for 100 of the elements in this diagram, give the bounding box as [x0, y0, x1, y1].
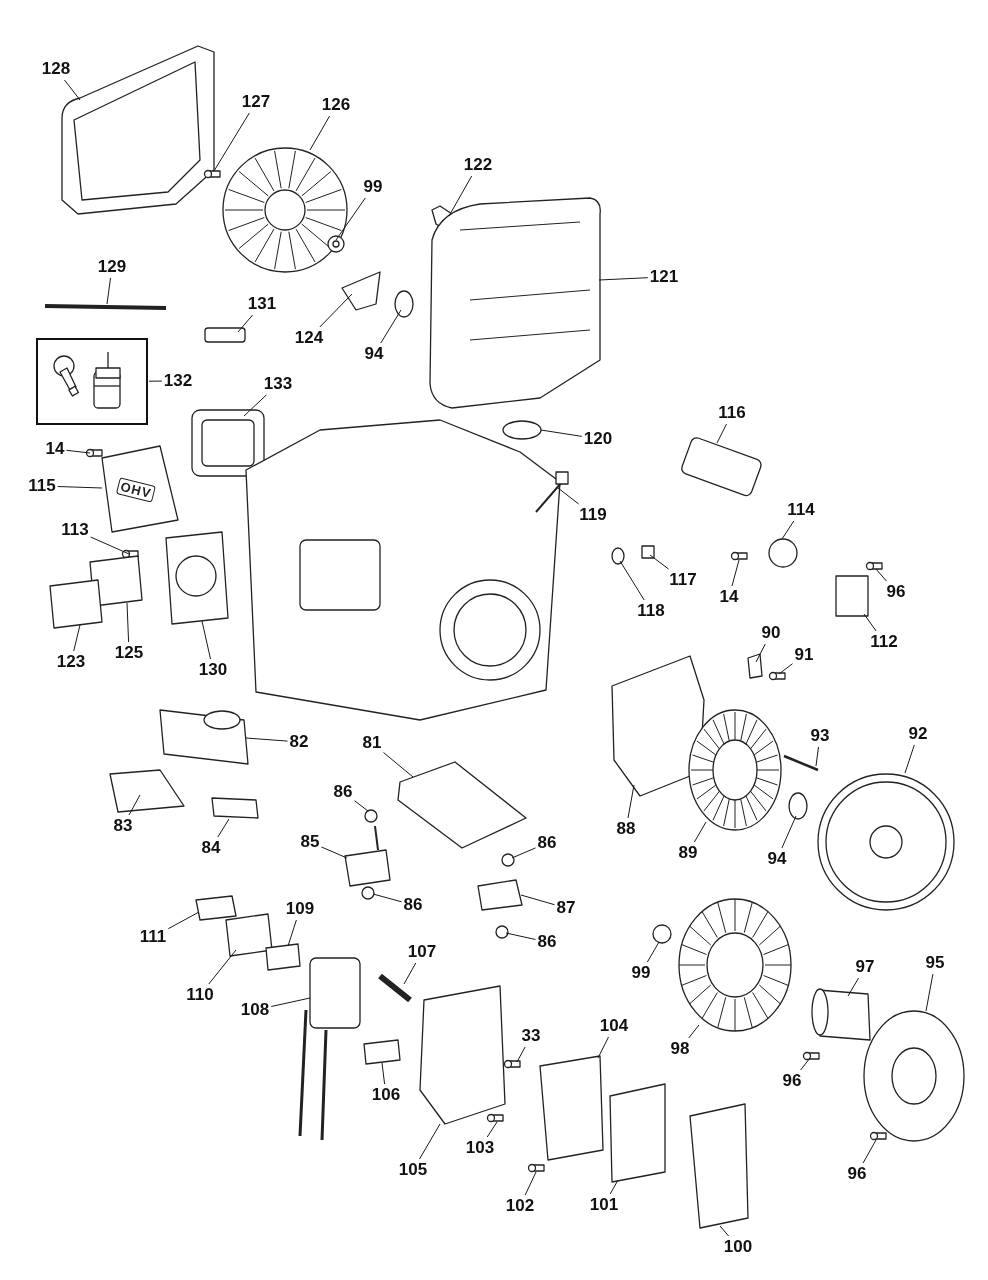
leader-line: [875, 568, 887, 582]
leader-line: [524, 1171, 537, 1196]
callout-number: 85: [299, 832, 321, 852]
leader-line: [516, 1046, 526, 1063]
leader-line: [716, 423, 727, 444]
leader-line: [778, 663, 793, 675]
leader-line: [925, 973, 934, 1012]
leader-line: [619, 560, 645, 601]
leader-line: [57, 486, 103, 489]
leader-line: [598, 277, 649, 281]
callout-number: 108: [239, 1000, 271, 1020]
leader-line: [688, 1024, 700, 1039]
callout-number: 128: [40, 59, 72, 79]
callout-number: 99: [362, 177, 384, 197]
leader-line: [90, 536, 130, 555]
callout-number: 118: [636, 601, 666, 621]
callout-number: 123: [55, 652, 87, 672]
inset-frame: [36, 338, 148, 425]
callout-number: 91: [793, 645, 815, 665]
callout-number: 86: [536, 932, 558, 952]
callout-number: 105: [397, 1160, 429, 1180]
leader-line: [335, 197, 366, 241]
callout-number: 103: [464, 1138, 496, 1158]
leader-line: [380, 309, 402, 344]
leader-line: [486, 1121, 498, 1138]
leader-line: [106, 277, 111, 305]
leader-line: [419, 1123, 441, 1160]
leader-line: [270, 997, 311, 1007]
callout-number: 112: [869, 632, 899, 652]
leader-line: [609, 1179, 619, 1195]
leader-line: [148, 380, 163, 382]
leader-line: [719, 1225, 730, 1237]
callout-number: 133: [262, 374, 294, 394]
leader-line: [383, 752, 414, 778]
callout-number: 94: [363, 344, 385, 364]
callout-number: 116: [717, 403, 747, 423]
callout-number: 119: [578, 505, 608, 525]
leader-line: [354, 800, 369, 812]
callout-number: 82: [288, 732, 310, 752]
leader-line: [904, 744, 915, 774]
callout-number: 92: [907, 724, 929, 744]
leader-line: [646, 941, 660, 963]
callout-number: 86: [332, 782, 354, 802]
leader-line: [167, 911, 200, 930]
callout-number: 14: [718, 587, 740, 607]
leader-line: [73, 624, 81, 652]
callout-number: 88: [615, 819, 637, 839]
leader-line: [126, 602, 130, 643]
callout-number: 131: [246, 294, 278, 314]
leader-line: [520, 894, 555, 906]
callout-number: 130: [197, 660, 229, 680]
leader-line: [309, 115, 331, 151]
leader-line: [540, 429, 583, 437]
leader-line: [597, 1036, 609, 1059]
leader-line: [245, 737, 288, 742]
leader-line: [693, 821, 707, 843]
leader-line: [557, 487, 580, 505]
callout-number: 81: [361, 733, 383, 753]
leader-line: [128, 794, 141, 816]
callout-number: 107: [406, 942, 438, 962]
callout-number: 89: [677, 843, 699, 863]
callout-number: 126: [320, 95, 352, 115]
callout-number: 97: [854, 957, 876, 977]
leader-line: [505, 932, 536, 940]
leader-line: [781, 520, 795, 540]
leader-line: [800, 1057, 811, 1071]
leader-line: [815, 746, 819, 767]
leader-line: [847, 977, 860, 997]
callout-number: 84: [200, 838, 222, 858]
leader-line: [213, 112, 250, 172]
callout-number: 120: [582, 429, 614, 449]
callout-number: 115: [27, 476, 57, 496]
leader-line: [403, 962, 417, 985]
callout-number: 127: [240, 92, 272, 112]
callout-number: 94: [766, 849, 788, 869]
leader-line: [448, 175, 473, 217]
callout-number: 117: [668, 570, 698, 590]
leader-line: [66, 449, 91, 454]
callout-number: 111: [138, 927, 168, 947]
callout-number: 86: [536, 833, 558, 853]
callout-number: 96: [781, 1071, 803, 1091]
leader-line: [217, 818, 230, 838]
leader-line: [64, 79, 81, 101]
leader-line: [755, 643, 766, 663]
callout-number: 90: [760, 623, 782, 643]
callout-number: 114: [786, 500, 816, 520]
leader-line: [863, 613, 877, 632]
leader-line: [372, 893, 402, 903]
callout-number: 96: [846, 1164, 868, 1184]
callout-number: 132: [162, 371, 194, 391]
callout-number: 93: [809, 726, 831, 746]
leader-line: [862, 1139, 877, 1164]
leader-line: [627, 784, 635, 819]
callout-number: 121: [648, 267, 680, 287]
callout-number: 125: [113, 643, 145, 663]
leader-line: [511, 847, 536, 859]
callout-number: 113: [60, 520, 90, 540]
callout-number: 124: [293, 328, 325, 348]
leader-line: [201, 620, 211, 660]
callout-number: 109: [284, 899, 316, 919]
